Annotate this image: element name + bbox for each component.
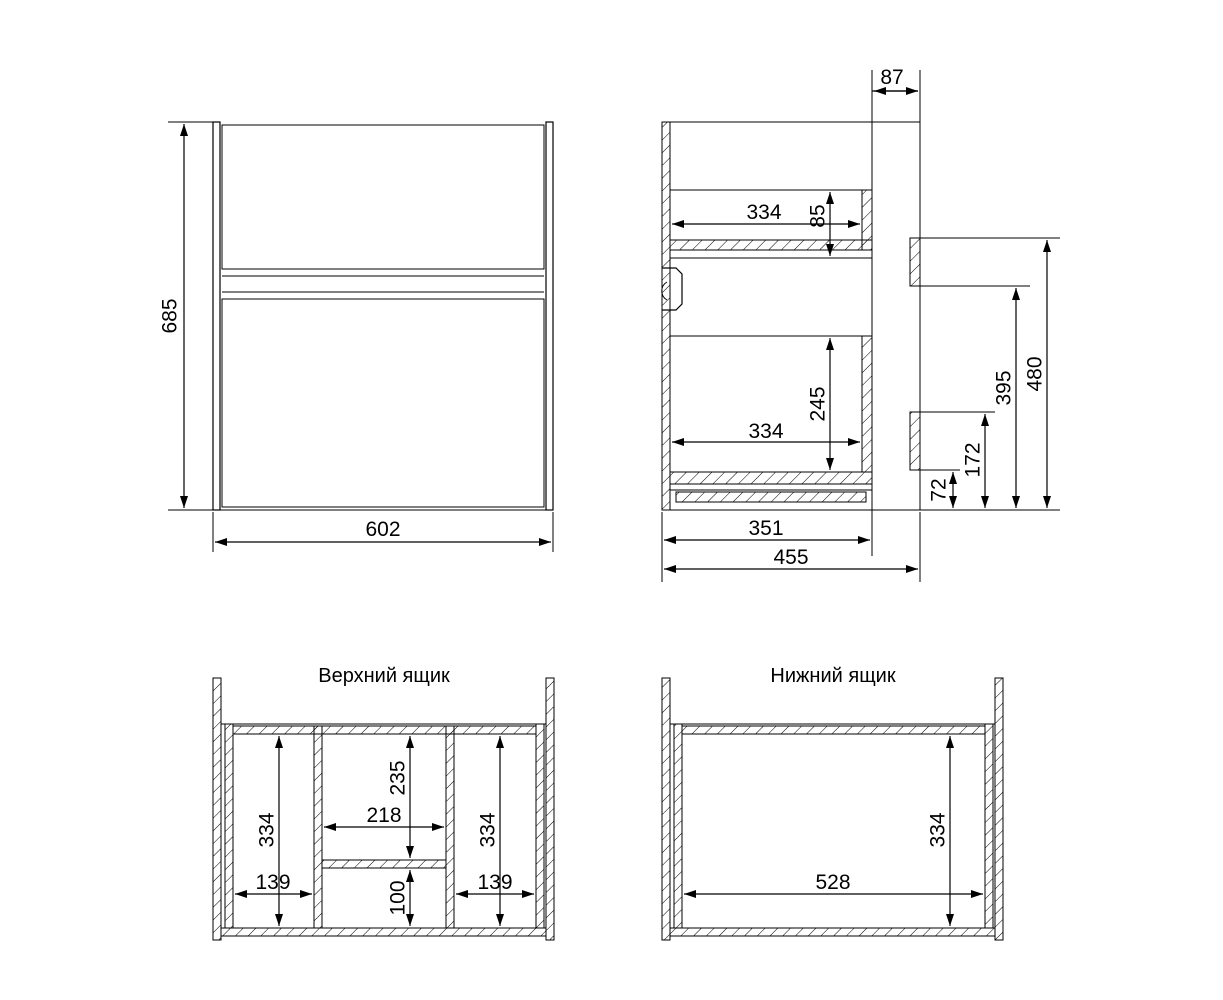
dimension-172-label: 172 bbox=[962, 442, 985, 477]
dimension-218-label: 218 bbox=[366, 804, 401, 827]
lower-box-back-wall bbox=[681, 725, 986, 735]
front-view: 685 602 bbox=[159, 121, 554, 552]
dimension-395-label: 395 bbox=[993, 370, 1016, 405]
upper-divider-left bbox=[313, 725, 323, 929]
upper-shelf bbox=[321, 859, 447, 869]
dimension-upper-right-334-label: 334 bbox=[477, 812, 500, 847]
front-right-panel bbox=[545, 121, 554, 511]
side-upper-drawer-back bbox=[861, 189, 873, 251]
dimension-100-label: 100 bbox=[387, 880, 410, 915]
lower-left-outer-panel bbox=[661, 677, 671, 941]
upper-right-outer-panel bbox=[545, 677, 555, 941]
side-cabinet-outline bbox=[669, 121, 921, 511]
dimension-480-label: 480 bbox=[1024, 356, 1047, 391]
side-lower-drawer-bottom bbox=[669, 471, 873, 485]
dimension-235-label: 235 bbox=[387, 760, 410, 795]
lower-box-front bbox=[669, 927, 996, 937]
dimension-528-label: 528 bbox=[815, 871, 850, 894]
wall-bracket-lower bbox=[909, 411, 921, 471]
front-lower-facade bbox=[221, 298, 545, 508]
side-upper-drawer-bottom bbox=[669, 239, 873, 251]
dimension-602-label: 602 bbox=[365, 518, 400, 541]
dimension-245-label: 245 bbox=[807, 386, 830, 421]
side-front-panel bbox=[661, 121, 671, 511]
front-upper-facade bbox=[221, 124, 545, 270]
lower-box-right-wall bbox=[984, 723, 994, 929]
lower-drawer-view: Нижний ящик 334 528 bbox=[661, 665, 1004, 941]
dimension-upper-left-334-label: 334 bbox=[256, 812, 279, 847]
upper-box-right-wall bbox=[535, 723, 545, 929]
upper-box-front bbox=[220, 927, 547, 937]
upper-box-left-wall bbox=[224, 723, 234, 929]
upper-left-outer-panel bbox=[212, 677, 222, 941]
dimension-upper-left-139-label: 139 bbox=[255, 871, 290, 894]
upper-divider-right bbox=[445, 725, 455, 929]
side-view: 87 334 85 334 245 351 455 480 395 172 72 bbox=[661, 66, 1060, 582]
dimension-lower-334-label: 334 bbox=[748, 420, 783, 443]
upper-drawer-view: Верхний ящик 334 139 218 235 100 334 bbox=[212, 665, 555, 941]
dimension-351-label: 351 bbox=[748, 517, 783, 540]
front-left-panel bbox=[212, 121, 221, 511]
lower-box-left-wall bbox=[673, 723, 683, 929]
dimension-upper-334-label: 334 bbox=[746, 201, 781, 224]
dimension-upper-right-139-label: 139 bbox=[477, 871, 512, 894]
upper-box-back-wall bbox=[232, 725, 537, 735]
lower-drawer-title: Нижний ящик bbox=[770, 665, 895, 687]
upper-drawer-title: Верхний ящик bbox=[318, 665, 450, 687]
dimension-72-label: 72 bbox=[928, 478, 951, 501]
dimension-455-label: 455 bbox=[773, 546, 808, 569]
lower-right-outer-panel bbox=[994, 677, 1004, 941]
side-lower-drawer-back bbox=[861, 335, 873, 473]
dimension-685-label: 685 bbox=[159, 298, 182, 333]
dimension-87-label: 87 bbox=[880, 66, 903, 89]
wall-bracket-upper bbox=[909, 237, 921, 287]
side-plinth-rail bbox=[675, 491, 867, 503]
dimension-lower-334-label: 334 bbox=[927, 812, 950, 847]
dimension-85-label: 85 bbox=[807, 204, 830, 227]
